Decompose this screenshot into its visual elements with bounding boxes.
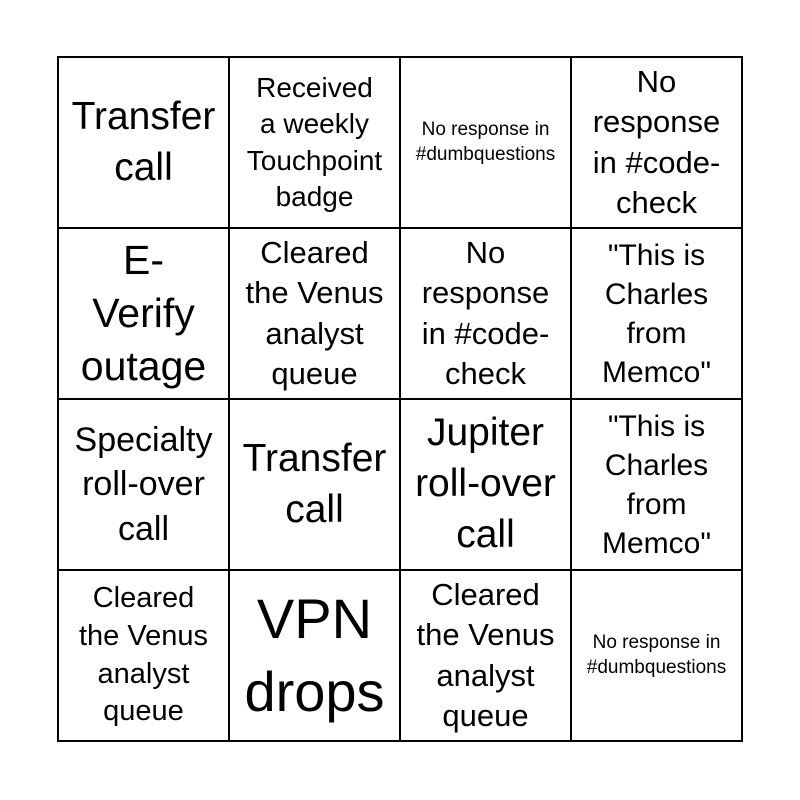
bingo-cell-r2c3[interactable]: No response in #code- check <box>401 229 570 398</box>
bingo-cell-r1c1[interactable]: Transfer call <box>59 58 228 227</box>
bingo-cell-r1c3[interactable]: No response in #dumbquestions <box>401 58 570 227</box>
bingo-cell-r2c4[interactable]: "This is Charles from Memco" <box>572 229 741 398</box>
bingo-cell-r3c3[interactable]: Jupiter roll-over call <box>401 400 570 569</box>
bingo-cell-r2c2[interactable]: Cleared the Venus analyst queue <box>230 229 399 398</box>
bingo-cell-r1c2[interactable]: Received a weekly Touchpoint badge <box>230 58 399 227</box>
bingo-cell-r4c3[interactable]: Cleared the Venus analyst queue <box>401 571 570 740</box>
bingo-cell-r3c1[interactable]: Specialty roll-over call <box>59 400 228 569</box>
bingo-cell-r3c2[interactable]: Transfer call <box>230 400 399 569</box>
bingo-cell-r4c1[interactable]: Cleared the Venus analyst queue <box>59 571 228 740</box>
bingo-grid: Transfer call Received a weekly Touchpoi… <box>57 56 743 742</box>
bingo-cell-r2c1[interactable]: E- Verify outage <box>59 229 228 398</box>
bingo-cell-r4c2[interactable]: VPN drops <box>230 571 399 740</box>
bingo-cell-r4c4[interactable]: No response in #dumbquestions <box>572 571 741 740</box>
bingo-cell-r3c4[interactable]: "This is Charles from Memco" <box>572 400 741 569</box>
bingo-cell-r1c4[interactable]: No response in #code- check <box>572 58 741 227</box>
